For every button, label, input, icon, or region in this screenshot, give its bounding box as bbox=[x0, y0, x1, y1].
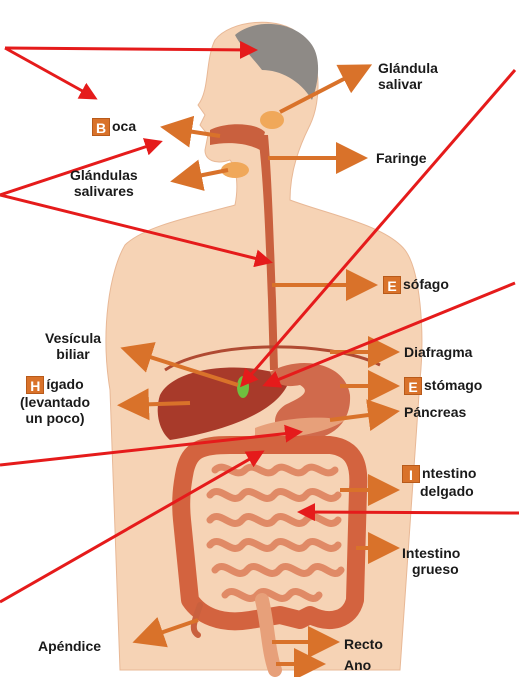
arrow-higado bbox=[125, 403, 190, 405]
red-line-7 bbox=[300, 512, 519, 513]
label-boca-letter: B bbox=[92, 118, 110, 136]
label-intestino-delgado-letter: I bbox=[402, 465, 420, 483]
label-glandula-salivar: Glándula salivar bbox=[378, 60, 438, 92]
arrow-glandulas-salivares bbox=[178, 170, 228, 180]
label-apendice: Apéndice bbox=[38, 638, 101, 654]
red-line-1a bbox=[5, 48, 255, 50]
red-line-1b bbox=[5, 48, 95, 98]
salivary-gland-ear bbox=[260, 111, 284, 129]
label-diafragma: Diafragma bbox=[404, 344, 472, 360]
label-higado-letter: H bbox=[26, 376, 44, 394]
label-estomago-letter: E bbox=[404, 377, 422, 395]
label-vesicula-biliar: Vesícula biliar bbox=[45, 330, 101, 362]
label-glandulas-salivares: Glándulas salivares bbox=[70, 167, 138, 199]
label-recto: Recto bbox=[344, 636, 383, 652]
label-intestino-grueso: Intestino grueso bbox=[402, 545, 460, 577]
label-faringe: Faringe bbox=[376, 150, 427, 166]
label-esofago-letter: E bbox=[383, 276, 401, 294]
label-ano: Ano bbox=[344, 657, 371, 673]
label-pancreas: Páncreas bbox=[404, 404, 466, 420]
